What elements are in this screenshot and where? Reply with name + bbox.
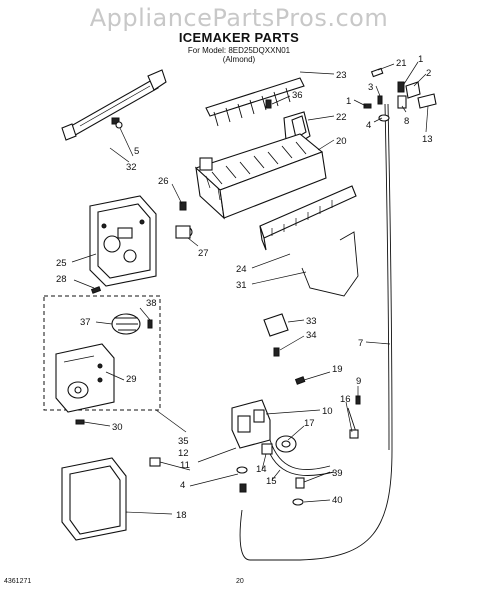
callout-17: 17: [304, 418, 315, 429]
part-34-screw[interactable]: [273, 347, 280, 357]
part-37-motor[interactable]: [111, 313, 141, 335]
part-25-housing[interactable]: [89, 195, 157, 287]
part-2-nut[interactable]: [405, 81, 421, 99]
part-4b-grommet[interactable]: [236, 466, 248, 493]
callout-20: 20: [336, 136, 347, 147]
callout-36: 36: [292, 90, 303, 101]
callout-23: 23: [336, 70, 347, 81]
leader-lines: [71, 61, 429, 515]
part-30-screw[interactable]: [75, 419, 85, 425]
part-10-water-valve[interactable]: [231, 399, 271, 449]
watermark: AppliancePartsPros.com: [89, 4, 389, 32]
callout-15: 15: [266, 476, 277, 487]
callout-1b: 1: [346, 96, 351, 107]
callout-8: 8: [404, 116, 409, 127]
callout-21: 21: [396, 58, 407, 69]
callout-27: 27: [198, 248, 209, 259]
callout-9: 9: [356, 376, 361, 387]
part-1b-clip[interactable]: [363, 103, 372, 109]
part-3-screw[interactable]: [377, 95, 383, 105]
part-17-solenoid[interactable]: [275, 435, 297, 453]
document-number: 4361271: [4, 578, 32, 585]
callout-labels: 5 32 23 36 22 20 26 27 24 31 25 28 38 37…: [56, 54, 433, 521]
callout-40: 40: [332, 495, 343, 506]
part-16-bracket[interactable]: [347, 407, 359, 439]
part-1-clip[interactable]: [397, 81, 405, 93]
callout-16: 16: [340, 394, 351, 405]
part-14-fitting[interactable]: [261, 443, 273, 455]
part-36-screw[interactable]: [265, 99, 272, 109]
callout-25: 25: [56, 258, 67, 269]
part-8-valve-fitting[interactable]: [397, 95, 407, 109]
part-39-fitting[interactable]: [295, 477, 305, 489]
part-38-screw[interactable]: [147, 319, 153, 329]
part-29-module[interactable]: [55, 343, 115, 413]
callout-39: 39: [332, 468, 343, 479]
part-23-ejector[interactable]: [205, 77, 305, 127]
part-4-grommet[interactable]: [378, 114, 390, 122]
callout-30: 30: [112, 422, 123, 433]
part-31-shutoff-arm[interactable]: [301, 231, 359, 297]
part-28-screw[interactable]: [90, 286, 102, 294]
part-35-group-box[interactable]: [43, 295, 161, 411]
part-12-nut[interactable]: [149, 457, 161, 467]
callout-31: 31: [236, 280, 247, 291]
callout-11: 11: [180, 460, 190, 471]
part-32-arm[interactable]: [61, 69, 167, 141]
callout-32: 32: [126, 162, 137, 173]
callout-19: 19: [332, 364, 343, 375]
callout-5: 5: [134, 146, 139, 157]
callout-3: 3: [368, 82, 373, 93]
part-33-bracket[interactable]: [263, 313, 289, 337]
callout-1: 1: [418, 54, 423, 65]
callout-7: 7: [358, 338, 363, 349]
callout-22: 22: [336, 112, 347, 123]
part-18-front-cover[interactable]: [61, 457, 127, 541]
part-24-stripper[interactable]: [259, 185, 357, 251]
callout-2: 2: [426, 68, 431, 79]
callout-4: 4: [366, 120, 371, 131]
page-number: 20: [236, 578, 244, 585]
callout-14: 14: [256, 464, 267, 475]
callout-34: 34: [306, 330, 317, 341]
part-21-fitting[interactable]: [370, 67, 384, 78]
callout-37: 37: [80, 317, 91, 328]
callout-12: 12: [178, 448, 189, 459]
diagram-title: ICEMAKER PARTS: [178, 30, 300, 45]
part-20-mold[interactable]: [194, 133, 327, 220]
callout-4b: 4: [180, 480, 185, 491]
part-27-thermostat[interactable]: [175, 225, 193, 239]
callout-33: 33: [306, 316, 317, 327]
model-number: For Model: 8ED25DQXXN01: [187, 46, 291, 55]
callout-10: 10: [322, 406, 333, 417]
part-40-ring[interactable]: [292, 498, 304, 506]
part-5-clip[interactable]: [111, 117, 123, 129]
callout-13: 13: [422, 134, 433, 145]
part-13-tube-end[interactable]: [417, 93, 437, 109]
part-26-fitting[interactable]: [179, 201, 187, 211]
callout-24: 24: [236, 264, 247, 275]
callout-38: 38: [146, 298, 157, 309]
part-7-fill-tube[interactable]: [239, 103, 393, 561]
callout-35: 35: [178, 436, 189, 447]
callout-28: 28: [56, 274, 67, 285]
callout-18: 18: [176, 510, 187, 521]
callout-29: 29: [126, 374, 137, 385]
callout-26: 26: [158, 176, 169, 187]
color-variant: (Almond): [222, 55, 256, 64]
part-19-screw[interactable]: [294, 376, 306, 385]
